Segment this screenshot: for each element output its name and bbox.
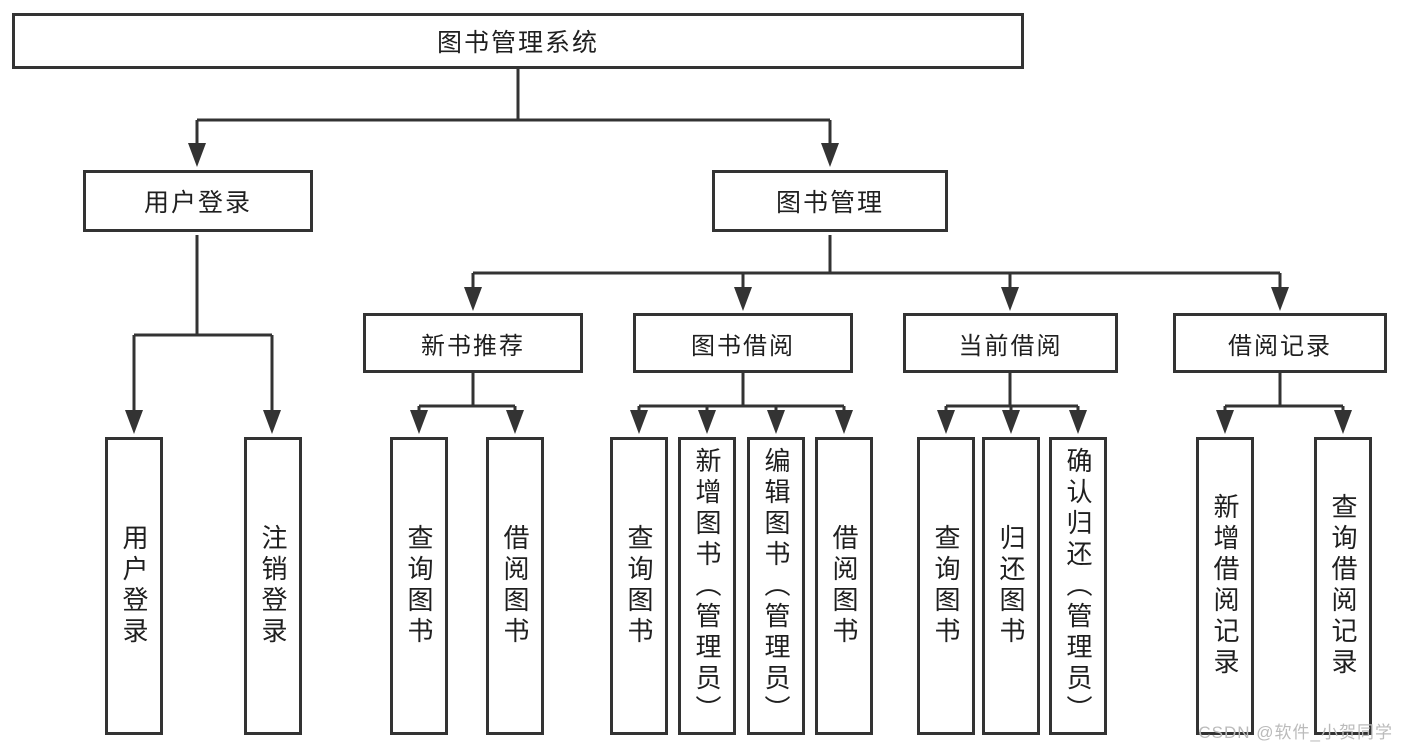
node-label: 新书推荐 [421,332,525,360]
node-user-login: 用户登录 [83,170,313,232]
leaf-user-login: 用户登录 [105,437,163,735]
node-label: 图书管理系统 [436,29,599,57]
node-book-borrowing: 图书借阅 [633,313,853,373]
leaf-label: 确认归还（管理员） [1063,446,1093,726]
node-label: 图书借阅 [691,332,795,360]
leaf-label: 查询图书 [624,524,654,648]
leaf-label: 用户登录 [119,524,149,648]
csdn-watermark: CSDN @软件_小贺同学 [1198,723,1393,742]
leaf-label: 借阅图书 [500,524,530,648]
leaf-query-books-recommend: 查询图书 [390,437,448,735]
leaf-label: 归还图书 [996,524,1026,648]
node-label: 图书管理 [775,189,884,217]
leaf-label: 新增借阅记录 [1210,493,1240,679]
leaf-label: 注销登录 [258,524,288,648]
leaf-return-book: 归还图书 [982,437,1040,735]
connector-borrow-records [1223,373,1345,416]
leaf-borrow-books-recommend: 借阅图书 [486,437,544,735]
leaf-query-borrow-record: 查询借阅记录 [1314,437,1372,735]
leaf-edit-book-admin: 编辑图书（管理员） [747,437,805,735]
leaf-confirm-return-admin: 确认归还（管理员） [1049,437,1107,735]
connector-book-management [471,235,1282,290]
connector-new-book-recommend [417,373,517,416]
leaf-label: 编辑图书（管理员） [761,446,791,726]
leaf-add-book-admin: 新增图书（管理员） [678,437,736,735]
node-borrow-records: 借阅记录 [1173,313,1387,373]
leaf-borrow-books-borrowing: 借阅图书 [815,437,873,735]
leaf-label: 查询借阅记录 [1328,493,1358,679]
node-current-borrowing: 当前借阅 [903,313,1118,373]
leaf-logout: 注销登录 [244,437,302,735]
leaf-add-borrow-record: 新增借阅记录 [1196,437,1254,735]
leaf-label: 查询图书 [404,524,434,648]
connector-book-borrowing [637,373,846,416]
connector-root [195,69,832,146]
leaf-query-books-borrowing: 查询图书 [610,437,668,735]
leaf-label: 新增图书（管理员） [692,446,722,726]
node-label: 当前借阅 [958,332,1063,360]
leaf-label: 查询图书 [931,524,961,648]
node-book-management-system: 图书管理系统 [12,13,1024,69]
node-book-management: 图书管理 [712,170,948,232]
node-label: 用户登录 [143,189,252,217]
connector-current-borrowing [944,373,1080,416]
leaf-label: 借阅图书 [829,524,859,648]
arrowheads [125,143,1352,434]
node-label: 借阅记录 [1228,332,1332,360]
leaf-query-books-current: 查询图书 [917,437,975,735]
node-new-book-recommend: 新书推荐 [363,313,583,373]
connector-user-login [132,235,274,413]
